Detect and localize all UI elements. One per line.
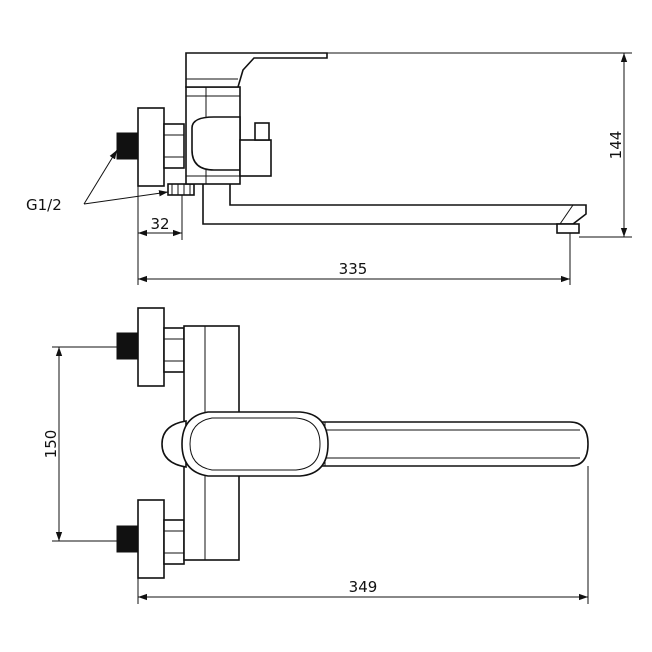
- top-view: [116, 307, 589, 579]
- side-diverter-knob: [254, 122, 270, 141]
- top-lever-handle: [181, 411, 329, 477]
- side-cartridge-curve: [191, 116, 241, 171]
- leader-thread-lower: [83, 190, 169, 205]
- side-diverter-box: [239, 139, 272, 177]
- top-nut-lower: [163, 519, 185, 565]
- side-hex-nut: [163, 123, 185, 169]
- side-wall-flange: [137, 107, 165, 187]
- side-dimensions: 144 335 32 G1/2: [26, 52, 632, 285]
- side-view: [116, 52, 587, 234]
- dim-label-144: 144: [607, 131, 625, 160]
- side-aerator: [556, 223, 580, 234]
- side-lever-handle: [185, 52, 328, 88]
- side-lower-nipple: [167, 183, 195, 196]
- dim-label-150: 150: [42, 430, 60, 459]
- dim-label-32: 32: [150, 215, 169, 233]
- leader-thread-upper: [83, 149, 118, 205]
- side-spout: [202, 177, 587, 225]
- dim-label-335: 335: [339, 260, 368, 278]
- top-lever-cap: [161, 420, 187, 468]
- dim-label-349: 349: [349, 578, 378, 596]
- top-flange-upper: [137, 307, 165, 387]
- top-spout: [299, 421, 589, 467]
- thread-size-label: G1/2: [26, 196, 62, 214]
- top-flange-lower: [137, 499, 165, 579]
- top-nut-upper: [163, 327, 185, 373]
- top-dimensions: 150 349: [42, 346, 589, 604]
